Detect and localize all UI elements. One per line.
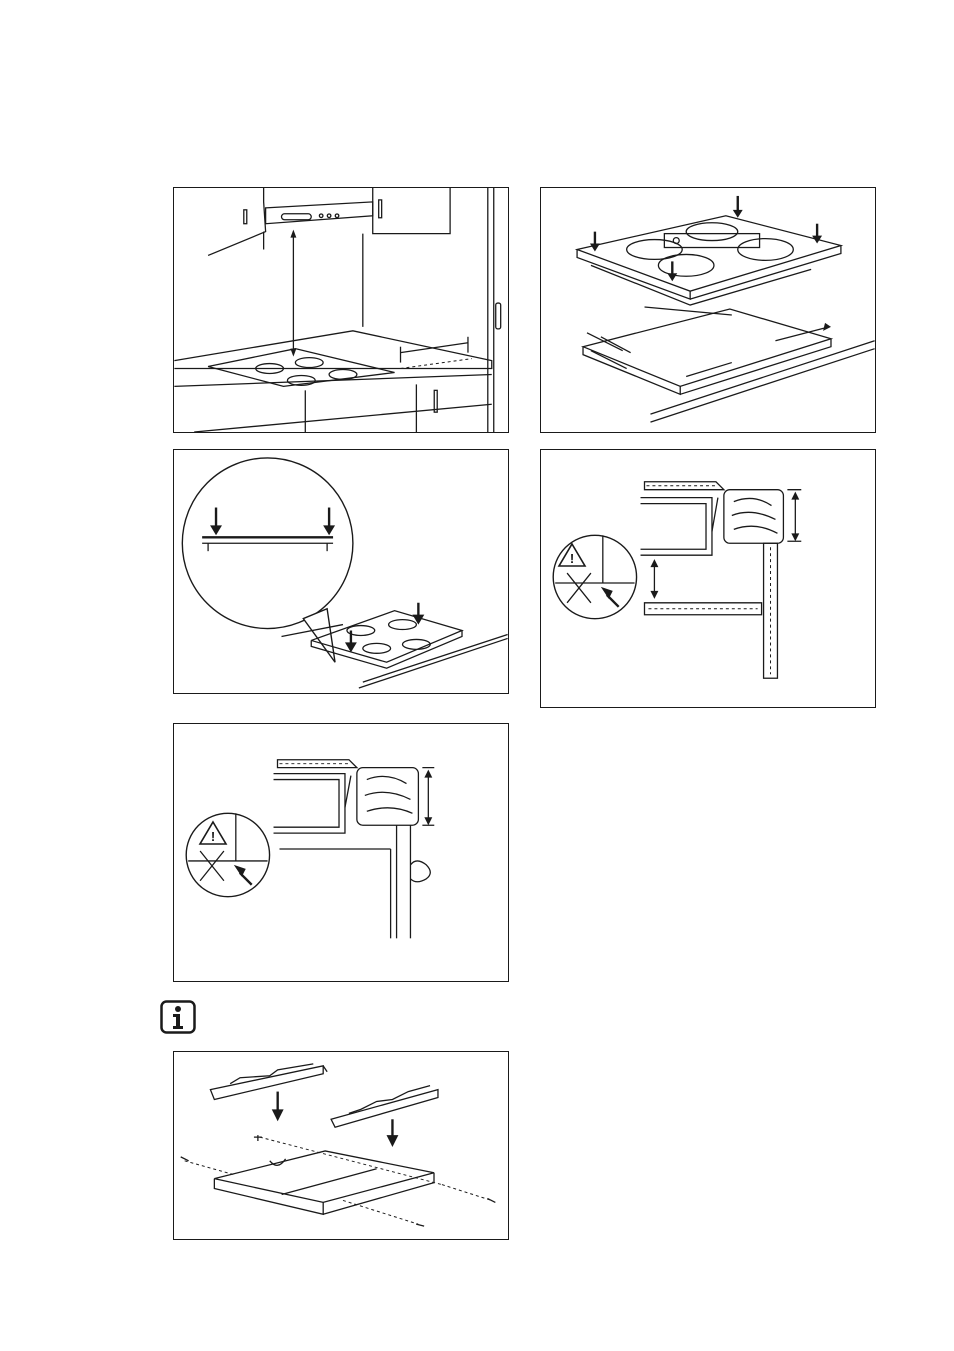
warning-triangle-icon: !	[557, 542, 587, 568]
figure-protection-box	[173, 1051, 509, 1240]
figure-hob-placement	[540, 187, 876, 433]
hob-placement-drawing	[541, 188, 875, 432]
hood-clearance-drawing	[174, 188, 508, 432]
warning-glyph: !	[211, 829, 215, 844]
figure-cutout-section-oven: !	[173, 723, 509, 982]
protection-box-drawing	[174, 1052, 508, 1239]
figure-cutout-section-drawer: !	[540, 449, 876, 708]
cutout-section-drawer-drawing	[541, 450, 875, 707]
figure-hood-clearance	[173, 187, 509, 433]
info-icon	[160, 1000, 196, 1034]
warning-glyph: !	[570, 551, 574, 566]
cutout-section-oven-drawing	[174, 724, 508, 981]
figure-seal-press	[173, 449, 509, 694]
warning-triangle-icon: !	[198, 820, 228, 846]
seal-press-drawing	[174, 450, 508, 693]
